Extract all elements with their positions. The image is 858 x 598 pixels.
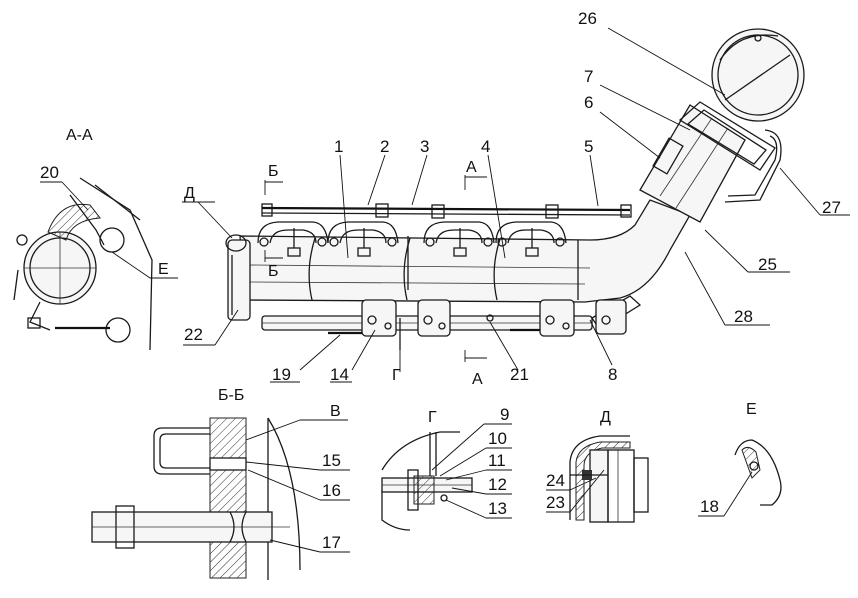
label-16: 16	[322, 481, 341, 500]
view-g: Г 9 10 11 12 13	[381, 405, 512, 531]
label-12: 12	[488, 475, 507, 494]
rod-nuts	[261, 203, 632, 219]
mark-b-top: Б	[268, 163, 279, 180]
mark-v: В	[330, 403, 341, 420]
lower-clamps	[361, 299, 627, 337]
label-8: 8	[608, 365, 617, 384]
mark-a-top: А	[466, 159, 477, 176]
bb-flange-top	[209, 417, 247, 459]
label-11: 11	[488, 451, 506, 470]
label-17: 17	[322, 533, 341, 552]
main-leaders	[182, 27, 850, 383]
mark-a-bottom: А	[472, 371, 483, 388]
view-aa-title: А-А	[66, 127, 93, 144]
label-25: 25	[758, 255, 777, 274]
label-21: 21	[510, 365, 529, 384]
view-d: Д 24 23	[546, 409, 649, 523]
label-9: 9	[500, 405, 509, 424]
left-end-cap	[227, 239, 251, 321]
top-rod	[261, 206, 631, 212]
label-14: 14	[330, 365, 349, 384]
label-15: 15	[322, 451, 341, 470]
label-7: 7	[584, 67, 593, 86]
view-e-title: Е	[746, 401, 757, 418]
view-e: Е 18	[698, 401, 782, 517]
label-20: 20	[40, 163, 59, 182]
label-23: 23	[546, 493, 565, 512]
label-4: 4	[481, 137, 490, 156]
view-bb: Б-Б В 15 16 17	[91, 387, 350, 580]
upper-clamps	[257, 221, 567, 257]
mark-e: Е	[158, 261, 169, 278]
view-aa: А-А 20 Е	[13, 127, 178, 351]
top-elbow-cap	[711, 28, 805, 122]
label-19: 19	[272, 365, 291, 384]
mark-d: Д	[184, 185, 195, 202]
label-10: 10	[488, 429, 507, 448]
main-labels: 1 2 3 4 5 6 7 26 27 25 28 22 19 14 21 8 …	[184, 9, 841, 388]
view-bb-title: Б-Б	[218, 387, 244, 404]
mark-b-bottom: Б	[268, 263, 279, 280]
elbow-pipe	[639, 104, 746, 223]
main-assembly	[225, 28, 805, 350]
view-g-title: Г	[428, 409, 437, 426]
label-3: 3	[420, 137, 429, 156]
label-6: 6	[584, 93, 593, 112]
label-27: 27	[822, 198, 841, 217]
label-18: 18	[700, 497, 719, 516]
label-5: 5	[584, 137, 593, 156]
label-26: 26	[578, 9, 597, 28]
d-insert	[589, 449, 609, 523]
mark-g: Г	[392, 367, 401, 384]
clamp-ring	[678, 101, 776, 171]
label-2: 2	[380, 137, 389, 156]
label-22: 22	[184, 325, 203, 344]
view-d-title: Д	[600, 409, 611, 426]
label-24: 24	[546, 471, 565, 490]
label-28: 28	[734, 307, 753, 326]
label-1: 1	[334, 137, 343, 156]
label-13: 13	[488, 499, 507, 518]
